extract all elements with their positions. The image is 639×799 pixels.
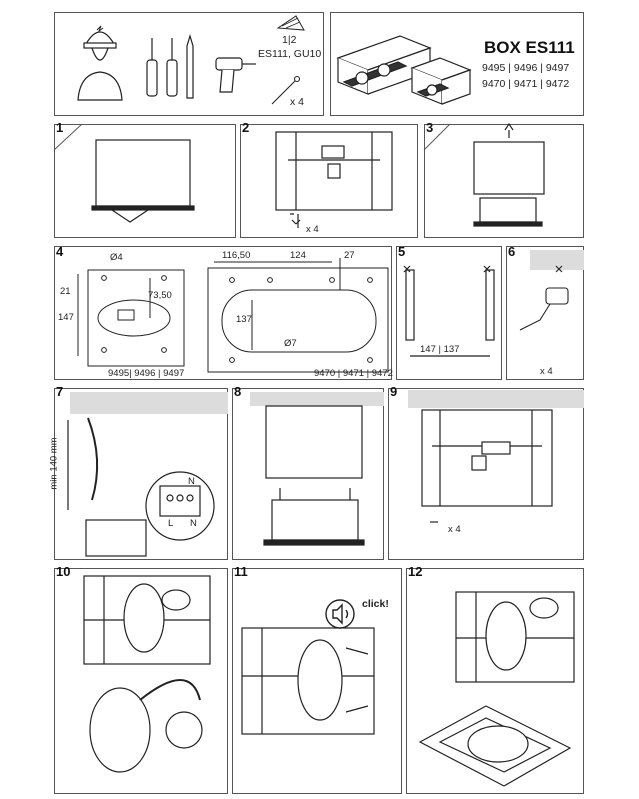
- click-label: click!: [362, 598, 389, 610]
- step-8-number: 8: [234, 384, 242, 399]
- models-large: 9470 | 9471 | 9472: [314, 368, 393, 379]
- step-2-count: x 4: [306, 224, 319, 235]
- step-11-number: 11: [234, 564, 248, 579]
- terminal-n2: N: [190, 518, 197, 529]
- bulb-icon: [276, 15, 305, 31]
- speaker-icon: [325, 599, 355, 629]
- product-title: BOX ES111: [484, 38, 575, 57]
- technician-icon: [77, 25, 123, 101]
- models-row2: 9470 | 9471 | 9472: [482, 78, 570, 90]
- dim-137: 137: [236, 314, 252, 325]
- step-5-dims: 147 | 137: [420, 344, 460, 355]
- models-row1: 9495 | 9496 | 9497: [482, 62, 570, 74]
- bulb-types: ES111, GU10: [258, 48, 322, 60]
- pencil-icon: [186, 33, 194, 99]
- step-10-number: 10: [56, 564, 71, 579]
- dim-21: 21: [60, 286, 71, 297]
- screw-icon: [271, 75, 301, 105]
- terminal-n: N: [188, 476, 195, 487]
- dim-124: 124: [290, 250, 306, 261]
- dim-diameter-large: Ø7: [284, 338, 297, 349]
- step-9-panel: [388, 388, 584, 560]
- screwdriver-icon: [146, 38, 178, 97]
- step-5-number: 5: [398, 244, 406, 259]
- step-4-number: 4: [56, 244, 64, 259]
- step-6-number: 6: [508, 244, 516, 259]
- dim-diameter-small: Ø4: [110, 252, 123, 263]
- dim-27: 27: [344, 250, 355, 261]
- step-7-number: 7: [56, 384, 64, 399]
- step-9-count: x 4: [448, 524, 461, 535]
- step-3-number: 3: [426, 120, 434, 135]
- dim-73-50: 73,50: [148, 290, 172, 301]
- step-9-number: 9: [390, 384, 398, 399]
- step-1-number: 1: [56, 120, 64, 135]
- dim-147: 147: [58, 312, 74, 323]
- bulb-count: 1|2: [282, 34, 297, 46]
- step-12-number: 12: [408, 564, 423, 579]
- terminal-l: L: [168, 518, 174, 529]
- step-2-panel: [240, 124, 418, 238]
- models-small: 9495| 9496 | 9497: [108, 368, 185, 379]
- screw-count: x 4: [290, 96, 305, 108]
- step-2-number: 2: [242, 120, 250, 135]
- step-6-count: x 4: [540, 366, 553, 377]
- drill-icon: [215, 57, 256, 93]
- dim-116-50: 116,50: [222, 250, 251, 261]
